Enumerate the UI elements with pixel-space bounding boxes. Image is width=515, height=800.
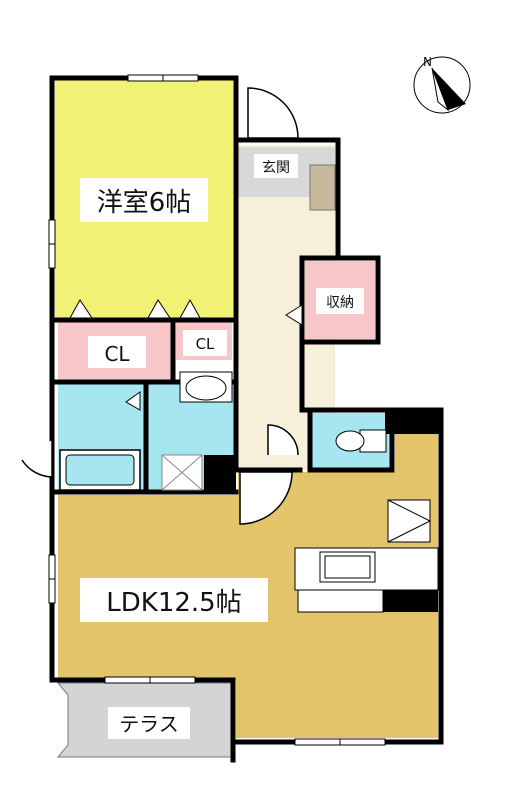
compass-north-label: N: [423, 55, 432, 69]
compass-arrow-icon: [432, 68, 466, 110]
ldk-label-bg: [80, 578, 268, 622]
terrace-label-bg: [108, 707, 190, 739]
doors: [21, 87, 299, 525]
closet-door-marks: [69, 298, 303, 411]
storage-label: 収納: [326, 295, 354, 311]
compass: N: [413, 55, 471, 114]
western-room-label: 洋室6帖: [97, 188, 192, 218]
fridge-space: [387, 499, 432, 543]
wall-block-bath: [204, 455, 236, 492]
western-room-label-bg: [80, 178, 208, 222]
closet-large-label: CL: [104, 342, 130, 366]
terrace-label: テラス: [119, 712, 179, 736]
entrance-door: [247, 87, 299, 139]
wall-block-toilet: [385, 412, 441, 434]
kitchen-counter: [294, 547, 439, 613]
closet-large-label-bg: [88, 336, 146, 368]
closet-small-label-bg: [183, 330, 227, 356]
hall-door: [267, 424, 299, 456]
closet-small-label: CL: [196, 335, 215, 353]
side-door: [21, 440, 53, 478]
entrance-label: 玄関: [262, 159, 290, 176]
ldk-label: LDK12.5帖: [106, 588, 241, 618]
entrance-label-bg: [254, 154, 298, 178]
shoe-cabinet: [309, 164, 336, 211]
toilet: [335, 429, 387, 453]
washbasin: [179, 371, 233, 403]
storage-label-bg: [316, 288, 364, 314]
window-panes: [49, 75, 341, 745]
bathtub: [59, 449, 141, 491]
ldk-door: [239, 471, 293, 525]
shower: [161, 454, 203, 491]
